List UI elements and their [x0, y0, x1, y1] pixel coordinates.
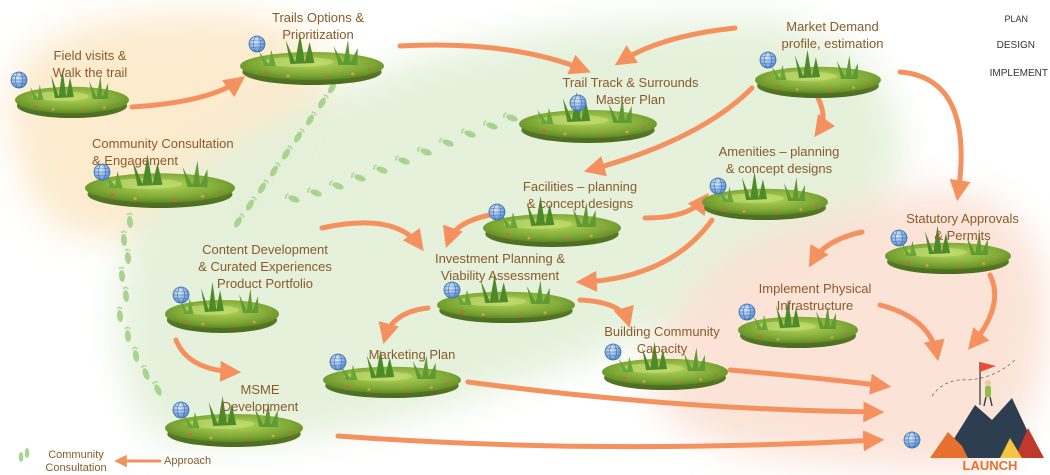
label-trail-master-plan: Trail Track & Surrounds Master Plan [562, 75, 699, 107]
globe-icon [903, 431, 921, 449]
globe-icon [172, 401, 190, 419]
arrow-infra-to-launch [877, 302, 945, 362]
arrow-market-to-statutory [897, 69, 971, 202]
arrow-field-to-trails [129, 76, 246, 110]
footer-approach: Approach [164, 455, 212, 467]
footprint-icon [18, 448, 30, 462]
legend-design: DESIGN [996, 40, 1035, 51]
label-building-community: Building Community Capacity [604, 324, 720, 356]
arrow-investment-to-building [577, 297, 634, 329]
globe-icon [329, 353, 347, 371]
globe-icon [709, 177, 727, 195]
flag-path-dash [931, 359, 1016, 397]
arrow-market-to-facilities [583, 85, 755, 177]
arrow-msme-to-launch [335, 430, 885, 452]
arrow-market-to-masterplan [614, 25, 738, 66]
globe-icon [759, 51, 777, 69]
launch-illustration [18, 359, 1044, 462]
mountain-dark [942, 398, 1040, 458]
arrow-amenities-to-investment [575, 217, 715, 292]
globe-icon [488, 203, 506, 221]
arrow-marketing-to-launch [465, 379, 885, 423]
label-msme: MSME Development [221, 382, 299, 414]
arrow-facilities-to-investment [442, 212, 493, 248]
label-statutory: Statutory Approvals & Permits [906, 211, 1019, 243]
arrow-content-to-investment [319, 220, 424, 252]
arrow-facilities-to-amenities [642, 192, 709, 221]
arrow-content-to-msme [173, 337, 242, 382]
label-trails-options: Trails Options & Prioritization [272, 10, 364, 42]
label-content-development: Content Development & Curated Experience… [198, 242, 332, 291]
label-marketing: Marketing Plan [368, 347, 456, 362]
globe-icon [10, 71, 28, 89]
label-amenities: Amenities – planning & concept designs [718, 144, 840, 176]
legend-plan: PLAN [1004, 14, 1028, 24]
flow-arrows [114, 25, 998, 468]
label-market-demand: Market Demand profile, estimation [781, 19, 884, 51]
arrow-market-to-amenities [814, 95, 836, 138]
mountain-yellow [1000, 438, 1022, 458]
globe-icon [443, 281, 461, 299]
arrow-building-to-launch [727, 367, 892, 395]
label-investment: Investment Planning & Viability Assessme… [434, 251, 566, 283]
mountain-orange [930, 432, 968, 458]
label-implement-infra: Implement Physical Infrastructure [758, 281, 872, 313]
label-launch: LAUNCH [962, 458, 1018, 473]
mountain-red [1015, 428, 1044, 458]
flag-climber-icon [979, 362, 996, 407]
label-community-consultation: Community Consultation & Engagement [92, 136, 234, 168]
label-facilities: Facilities – planning & concept designs [522, 179, 638, 211]
arrow-statutory-to-launch [967, 272, 998, 350]
arrow-investment-to-marketing [378, 305, 431, 345]
label-field-visits: Field visits & Walk the trail [52, 48, 128, 80]
arrow-statutory-to-infra [808, 229, 865, 268]
arrow-trails-to-masterplan [397, 42, 591, 75]
footer-community-consultation: Community Consultation [45, 449, 107, 474]
legend-implement: IMPLEMENT [989, 68, 1048, 79]
